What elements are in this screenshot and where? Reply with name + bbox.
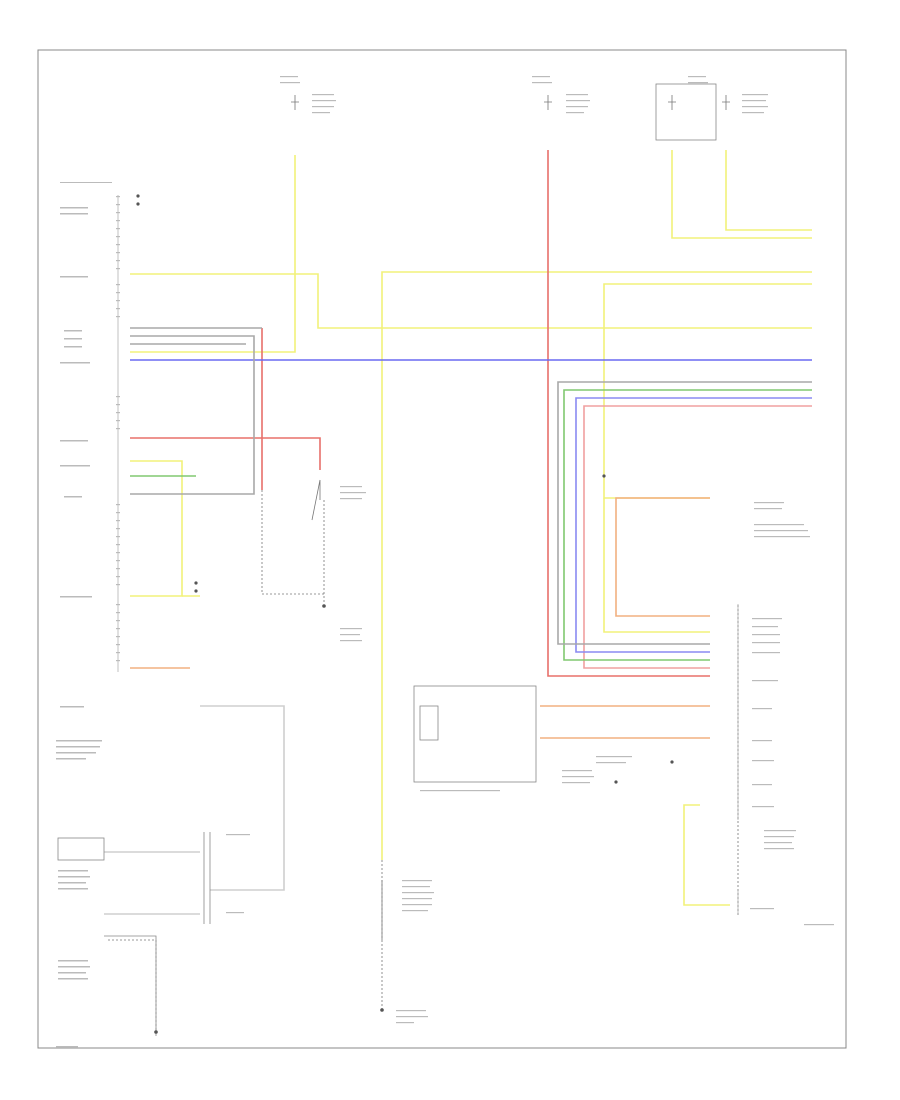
wire-yellow-right-4 — [603, 498, 710, 633]
splice-dot-4 — [194, 589, 198, 593]
wire-yellow-long-1 — [130, 273, 812, 329]
left-pin-marks — [116, 196, 120, 662]
relay-inner — [419, 705, 439, 741]
fuse-2-icon — [544, 95, 552, 110]
splice-dot-7 — [614, 780, 618, 784]
wire-yellow-bottom-right — [683, 804, 730, 906]
fuse-box-right — [655, 83, 717, 141]
wire-gray-right — [557, 381, 812, 645]
wire-yellow-left-branch — [130, 460, 183, 597]
ground-lines — [108, 490, 739, 1030]
wire-gray-bottom-left — [200, 705, 285, 891]
wire-green-right — [563, 389, 812, 661]
relay-switch-icon — [311, 479, 321, 521]
splice-dot-1 — [136, 194, 140, 198]
wire-red-left — [130, 437, 321, 470]
wire-yellow-right-fuse-2 — [725, 150, 812, 231]
connector-strips — [117, 195, 739, 915]
diagram-frame — [37, 49, 847, 1049]
fuse-3-icon — [668, 95, 676, 110]
wire-red-vertical — [547, 150, 710, 677]
fuse-4-icon — [722, 95, 730, 110]
pin-label-marks — [56, 76, 834, 1048]
fuse-symbols — [291, 95, 730, 940]
ground-dot-1 — [322, 604, 326, 608]
ground-dot-3 — [154, 1030, 158, 1034]
fuse-1-icon — [291, 95, 299, 110]
wire-orange-1 — [615, 497, 710, 617]
switch-box-top — [57, 837, 105, 861]
component-boxes — [57, 83, 717, 1036]
wire-layer — [104, 150, 812, 915]
wire-yellow-right-fuse — [671, 150, 812, 239]
ground-dot-2 — [380, 1008, 384, 1012]
wire-pink-right — [583, 405, 812, 669]
splice-dot-6 — [670, 760, 674, 764]
ground-dash-1 — [261, 490, 324, 595]
connector-dots — [136, 194, 674, 1034]
wire-yellow-right-3 — [603, 283, 812, 499]
wire-gray-2 — [130, 335, 255, 495]
relay-box-center — [413, 685, 537, 783]
wire-yellow-top-fuse — [130, 155, 296, 353]
splice-dot-2 — [136, 202, 140, 206]
wire-yellow-long-2 — [381, 271, 812, 860]
bracket-lower-left — [104, 935, 157, 1036]
splice-dot-3 — [194, 581, 198, 585]
splice-dot-5 — [602, 474, 606, 478]
wire-blue-right — [575, 397, 812, 653]
